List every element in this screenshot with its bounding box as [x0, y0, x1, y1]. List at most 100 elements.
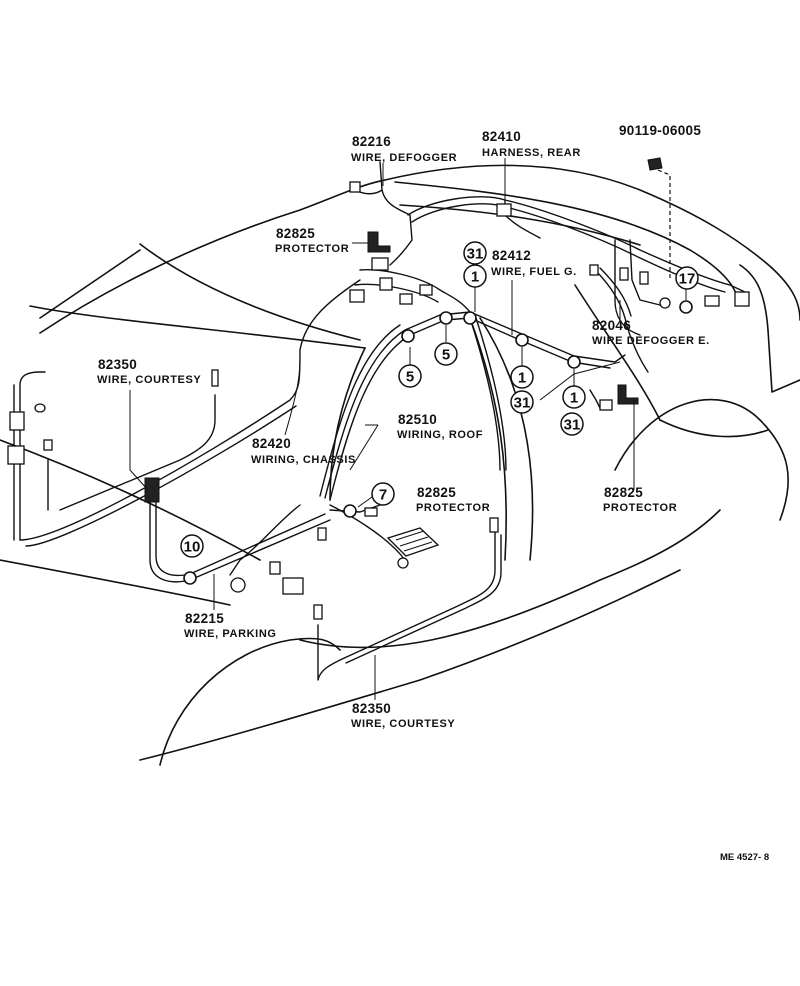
svg-text:WIRING, ROOF: WIRING, ROOF [397, 429, 483, 441]
svg-text:5: 5 [406, 369, 414, 386]
svg-text:WIRE, COURTESY: WIRE, COURTESY [97, 374, 201, 386]
svg-text:WIRE, COURTESY: WIRE, COURTESY [351, 718, 455, 730]
callout-31-right: 31 [560, 412, 584, 436]
callout-31-top: 31 [463, 241, 487, 265]
svg-text:WIRE, DEFOGGER: WIRE, DEFOGGER [351, 152, 457, 164]
label-courtesy-left: 82350 WIRE, COURTESY [97, 357, 201, 386]
callout-1-right: 1 [562, 385, 586, 409]
connector-cluster-a [371, 257, 389, 271]
connector-mid-small [364, 507, 378, 517]
label-bolt: 90119-06005 [619, 123, 701, 138]
connector-lower-mid [397, 557, 409, 569]
svg-text:82410: 82410 [482, 129, 521, 144]
svg-text:82510: 82510 [398, 412, 437, 427]
connector-left-small [43, 439, 53, 451]
footer-code: ME 4527- 8 [720, 852, 769, 863]
svg-text:82215: 82215 [185, 611, 224, 626]
connector-rear-a [619, 267, 629, 281]
callout-1-top: 1 [463, 264, 487, 288]
svg-text:90119-06005: 90119-06005 [619, 123, 701, 138]
svg-text:1: 1 [518, 370, 526, 387]
connector-apillar [317, 527, 327, 541]
protector-top [367, 231, 391, 253]
svg-text:5: 5 [442, 347, 450, 364]
connector-defogger-e [599, 399, 613, 411]
svg-text:PROTECTOR: PROTECTOR [416, 502, 490, 514]
protector-right [617, 384, 639, 405]
svg-text:82350: 82350 [352, 701, 391, 716]
callout-17: 17 [675, 266, 699, 290]
callout-31-mid: 31 [510, 390, 534, 414]
connector-fuel [589, 264, 599, 276]
connector-cluster-e [419, 284, 433, 296]
label-defogger-wire: 82216 WIRE, DEFOGGER [351, 134, 457, 164]
label-defogger-e-wire: 82046 WIRE DEFOGGER E. [592, 318, 710, 347]
connector-cluster-b [349, 289, 365, 303]
svg-text:ME 4527- 8: ME 4527- 8 [720, 852, 769, 863]
svg-text:WIRE DEFOGGER E.: WIRE DEFOGGER E. [592, 335, 710, 347]
connector-parking-lower [282, 577, 304, 595]
svg-text:PROTECTOR: PROTECTOR [275, 243, 349, 255]
label-roof-wiring: 82510 WIRING, ROOF [397, 412, 483, 441]
components [7, 157, 750, 620]
svg-text:HARNESS, REAR: HARNESS, REAR [482, 147, 581, 159]
connector-parking [144, 477, 160, 503]
label-protector-mid: 82825 PROTECTOR [416, 485, 490, 514]
grommet-parking [230, 577, 246, 593]
svg-text:WIRING, CHASSIS: WIRING, CHASSIS [251, 454, 356, 466]
leader-lines [129, 158, 687, 700]
svg-text:10: 10 [184, 539, 201, 556]
svg-text:82350: 82350 [98, 357, 137, 372]
svg-text:31: 31 [514, 395, 531, 412]
grommet-left [34, 403, 46, 413]
callout-5-b: 5 [434, 342, 458, 366]
car-body-outline [0, 164, 800, 766]
callout-7: 7 [371, 482, 395, 506]
svg-text:82420: 82420 [252, 436, 291, 451]
connector-rear-c [704, 295, 720, 307]
svg-text:WIRE, FUEL G.: WIRE, FUEL G. [491, 266, 577, 278]
connector-rear-harness [496, 203, 512, 217]
svg-text:82825: 82825 [417, 485, 456, 500]
label-chassis-wiring: 82420 WIRING, CHASSIS [251, 436, 356, 466]
connector-left-upper [9, 411, 25, 431]
label-fuel-wire: 82412 WIRE, FUEL G. [491, 248, 577, 278]
label-rear-harness: 82410 HARNESS, REAR [482, 129, 581, 159]
svg-text:82412: 82412 [492, 248, 531, 263]
connector-cluster-d [399, 293, 413, 305]
svg-text:7: 7 [379, 487, 387, 504]
connector-rear-e [659, 297, 671, 309]
clip-parking [269, 561, 281, 575]
wire-harnesses [13, 161, 746, 681]
courtesy-plug-left [211, 369, 219, 387]
svg-text:82216: 82216 [352, 134, 391, 149]
junction-nodes [183, 300, 693, 585]
connector-rear-d [734, 291, 750, 307]
svg-text:PROTECTOR: PROTECTOR [603, 502, 677, 514]
svg-text:82825: 82825 [604, 485, 643, 500]
callout-10: 10 [180, 534, 204, 558]
svg-text:WIRE, PARKING: WIRE, PARKING [184, 628, 277, 640]
svg-text:31: 31 [564, 417, 581, 434]
callout-1-mid: 1 [510, 365, 534, 389]
svg-text:82046: 82046 [592, 318, 631, 333]
svg-text:17: 17 [679, 271, 696, 288]
label-parking-wire: 82215 WIRE, PARKING [184, 611, 277, 640]
courtesy-plug-lower [313, 604, 323, 620]
label-courtesy-bottom: 82350 WIRE, COURTESY [351, 701, 455, 730]
courtesy-plug-bottom [489, 517, 499, 533]
callout-5-a: 5 [398, 364, 422, 388]
connector-left-lower [7, 445, 25, 465]
label-protector-right: 82825 PROTECTOR [603, 485, 677, 514]
svg-text:31: 31 [467, 246, 484, 263]
svg-text:1: 1 [570, 390, 578, 407]
connector-defogger [349, 181, 361, 193]
svg-text:1: 1 [471, 269, 479, 286]
label-protector-top: 82825 PROTECTOR [275, 226, 349, 255]
connector-cluster-c [379, 277, 393, 291]
connector-rear-b [639, 271, 649, 285]
svg-text:82825: 82825 [276, 226, 315, 241]
bolt-icon [647, 157, 663, 171]
